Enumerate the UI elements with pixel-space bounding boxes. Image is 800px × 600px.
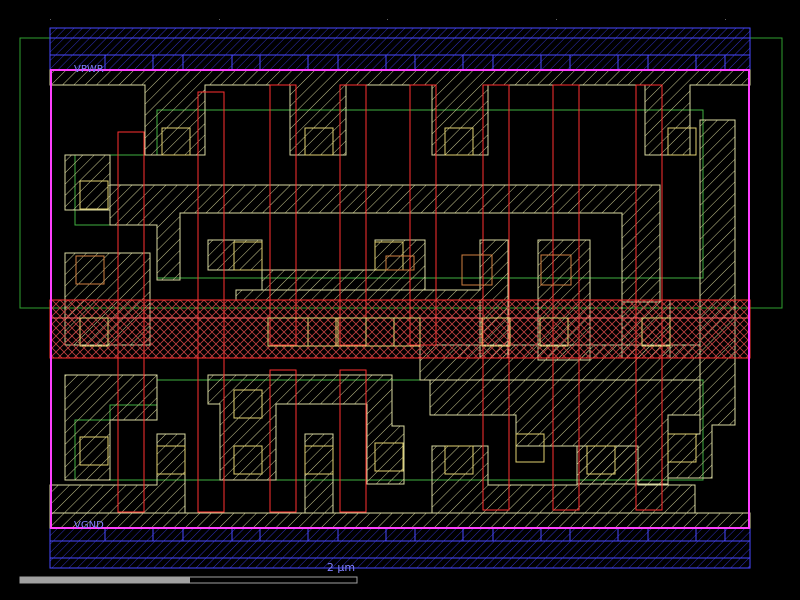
vpwr-rail [49,27,751,71]
poly-gate-8 [635,84,663,511]
li-net-c [207,239,426,291]
metal1-layer [49,27,751,569]
scale-bar: 2 µm [19,561,358,584]
cell-boundary [50,69,750,529]
li-input-left [64,154,111,211]
poly-gate-9 [269,369,297,513]
poly-gate-6 [482,84,510,511]
li-bottom-rail [49,512,751,529]
li-net-i [429,379,701,485]
li-layer [49,69,751,529]
vgnd-pin-label: VGND [74,520,104,531]
scale-label: 2 µm [327,561,355,574]
poly-gate-7 [552,84,580,511]
vgnd-rail [49,527,751,569]
vpwr-pin-label: VPWR [74,64,104,75]
scale-bar-fill [20,577,190,583]
grid-dots [50,19,726,20]
poly-gate-10 [339,369,367,513]
li-top-rail [49,69,751,156]
li-spine [109,184,661,303]
poly-strap-band [49,299,751,359]
li-output [667,119,736,479]
li-net-b [64,374,158,481]
li-net-f [207,374,405,485]
contact-layer [75,127,697,475]
